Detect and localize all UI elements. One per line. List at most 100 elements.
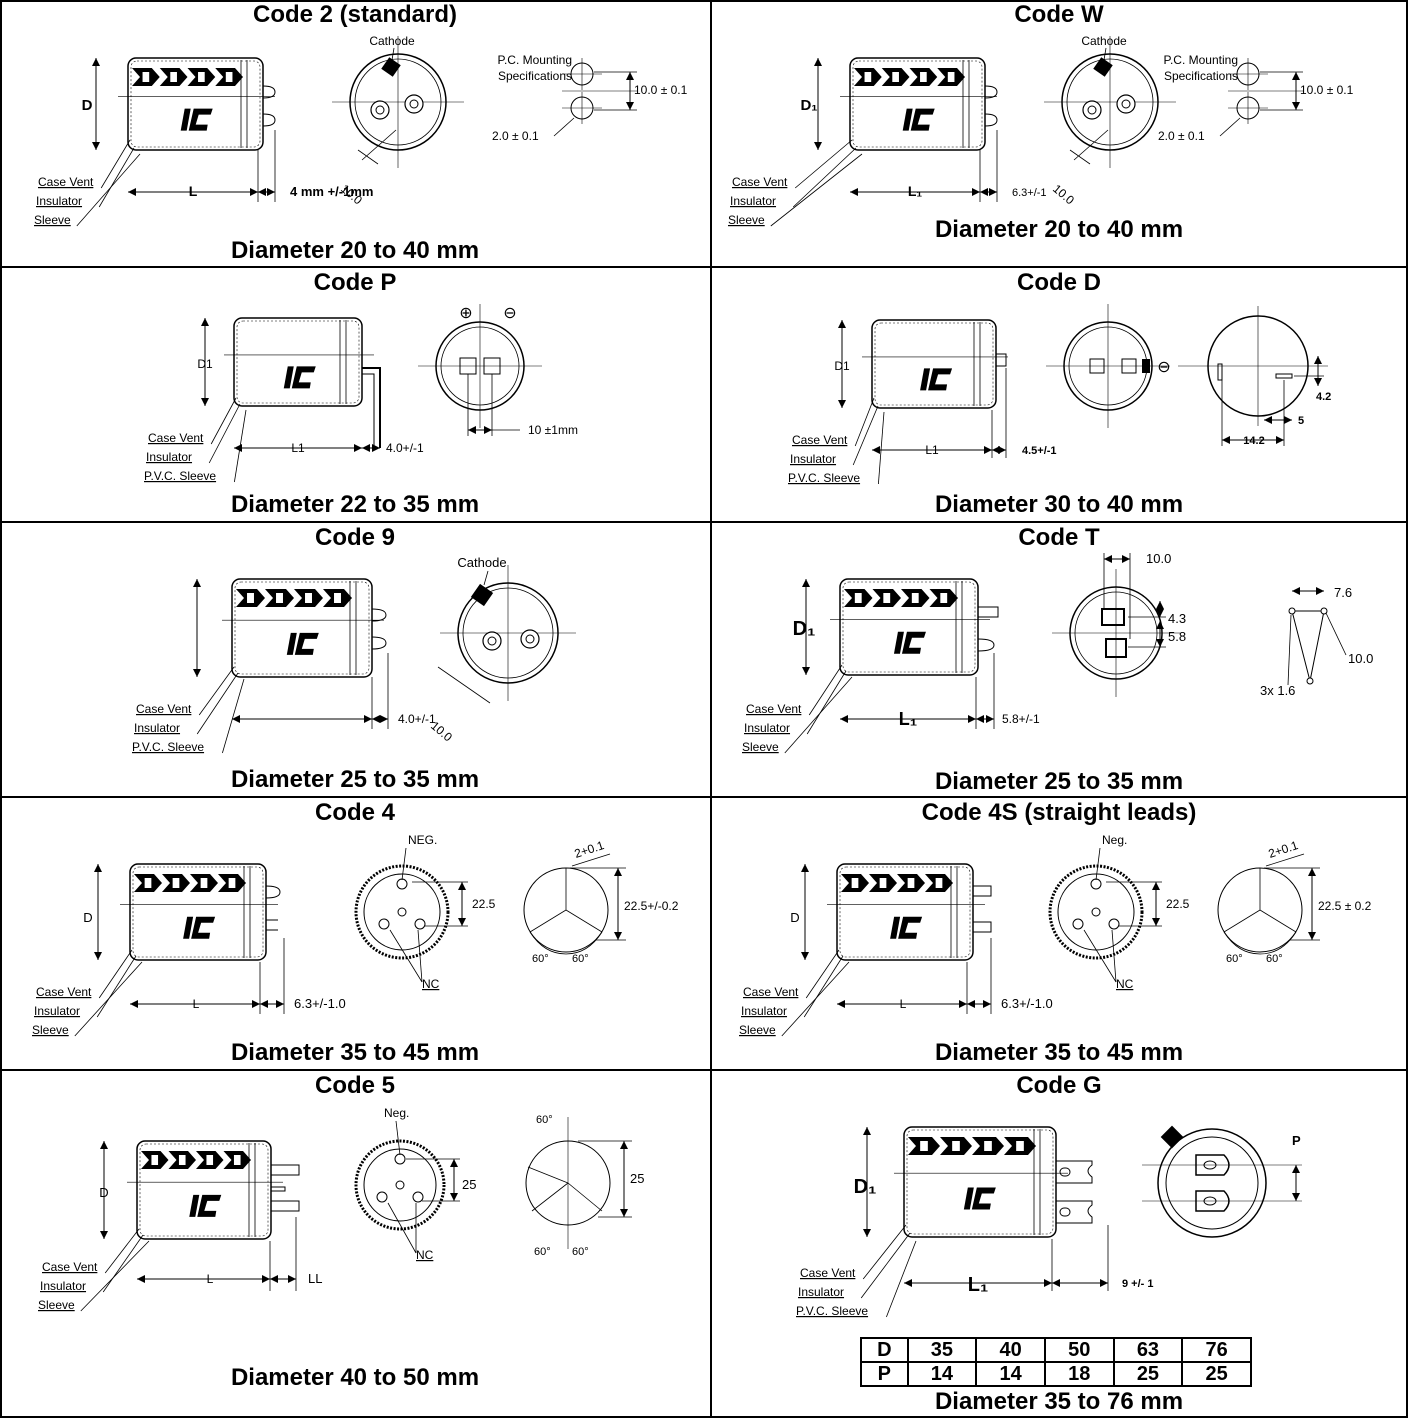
stripe-window — [864, 72, 872, 82]
cell-title: Code G — [1016, 1072, 1102, 1099]
arrow-head — [354, 444, 362, 452]
terminal-core — [375, 105, 385, 115]
table-cell: D — [860, 1337, 909, 1363]
table-cell: 18 — [1043, 1361, 1115, 1387]
leader-line — [1287, 614, 1292, 686]
logo-mark — [189, 1194, 200, 1217]
snap-terminal — [265, 885, 281, 899]
leader-label: Insulator — [36, 194, 82, 208]
dim-label: L₁ — [908, 183, 923, 199]
leader-label: Case Vent — [743, 985, 799, 999]
pin-hole — [1288, 607, 1296, 615]
table-row: P 14 14 18 25 25 — [860, 1361, 1252, 1387]
pc-label: P.C. Mounting — [1164, 53, 1239, 67]
arrow-head — [258, 188, 266, 196]
tab-hole — [1059, 1167, 1071, 1177]
terminal-pin — [397, 907, 407, 917]
terminal-pin — [414, 918, 426, 930]
snap-terminal — [270, 1200, 300, 1212]
leader-line — [805, 949, 840, 999]
leader-line — [74, 961, 143, 1037]
leader-line — [389, 929, 423, 983]
leader-label: Insulator — [146, 450, 192, 464]
arrow-head — [484, 426, 492, 434]
terminal-pin — [482, 631, 502, 651]
arrow-head — [232, 715, 240, 723]
arrow-head — [100, 1231, 108, 1239]
stripe-window — [170, 72, 177, 82]
arrow-head — [814, 58, 822, 66]
dim-label: L — [207, 1272, 214, 1286]
dim-line — [437, 666, 491, 704]
dim-label: 25 — [630, 1171, 644, 1186]
dim-label: 5 — [1298, 415, 1304, 427]
leader-label: Insulator — [730, 194, 776, 208]
arrow-head — [458, 918, 466, 926]
lead-label: 4.0+/-1 — [398, 712, 436, 726]
arrow-head — [959, 1000, 967, 1008]
stripe-window — [940, 593, 948, 603]
polarity-minus: ⊖ — [1157, 359, 1170, 376]
dim-label: D — [82, 97, 93, 114]
cell-title: Code 5 — [314, 1072, 395, 1099]
terminal-pin — [1082, 100, 1102, 120]
leader-line — [1219, 117, 1241, 137]
slot — [1275, 373, 1293, 379]
leader-label: Case Vent — [792, 433, 848, 447]
dim-label: D — [99, 1185, 108, 1200]
logo-mark — [191, 916, 216, 939]
arrow-head — [840, 715, 848, 723]
arrow-head — [262, 1275, 270, 1283]
slot — [1217, 363, 1223, 381]
insulator-outline — [839, 866, 971, 958]
arrow-head — [130, 1000, 138, 1008]
logo-mark — [291, 366, 316, 389]
dim-label: L — [189, 183, 198, 199]
leader-label: Insulator — [744, 721, 790, 735]
arrow-head — [1308, 868, 1316, 876]
leader-label: Insulator — [741, 1004, 787, 1018]
arrow-head — [983, 1000, 991, 1008]
dim-label: 60° — [1266, 953, 1283, 965]
stripe-window — [920, 1141, 928, 1151]
lead-label: 4.0+/-1 — [386, 441, 424, 455]
arrow-head — [1292, 1165, 1300, 1173]
arrow-head — [1104, 555, 1112, 563]
lug-terminal — [995, 353, 1007, 367]
arrow-head — [1292, 1193, 1300, 1201]
arrow-head — [1156, 601, 1164, 609]
arrow-head — [1276, 436, 1284, 444]
dim-label: 22.5 — [1166, 897, 1190, 911]
arrow-head — [1284, 416, 1292, 424]
leader-line — [401, 847, 407, 881]
arrow-head — [838, 400, 846, 408]
terminal-pin — [404, 94, 424, 114]
leader-label: Sleeve — [34, 213, 71, 227]
arrow-head — [1052, 1279, 1060, 1287]
stripe-window — [228, 878, 236, 888]
arrow-head — [1152, 918, 1160, 926]
dim-label: 10.0 ± 0.1 — [634, 83, 688, 97]
arrow-head — [128, 188, 136, 196]
arrow-head — [968, 715, 976, 723]
leader-line — [770, 153, 863, 227]
dim-label: D₁ — [800, 97, 817, 114]
arrow-head — [450, 1159, 458, 1167]
insulator-outline — [842, 581, 976, 673]
arrow-head — [468, 426, 476, 434]
logo-mark — [928, 368, 953, 391]
leader-label: P.V.C. Sleeve — [132, 740, 204, 754]
terminal-pin — [1105, 638, 1127, 658]
table-cell: 40 — [975, 1337, 1046, 1363]
stripe-window — [198, 72, 205, 82]
terminal-pin — [1089, 358, 1105, 374]
leader-line — [553, 117, 575, 137]
dim-label: L1 — [925, 443, 939, 457]
table-cell: 35 — [906, 1337, 978, 1363]
